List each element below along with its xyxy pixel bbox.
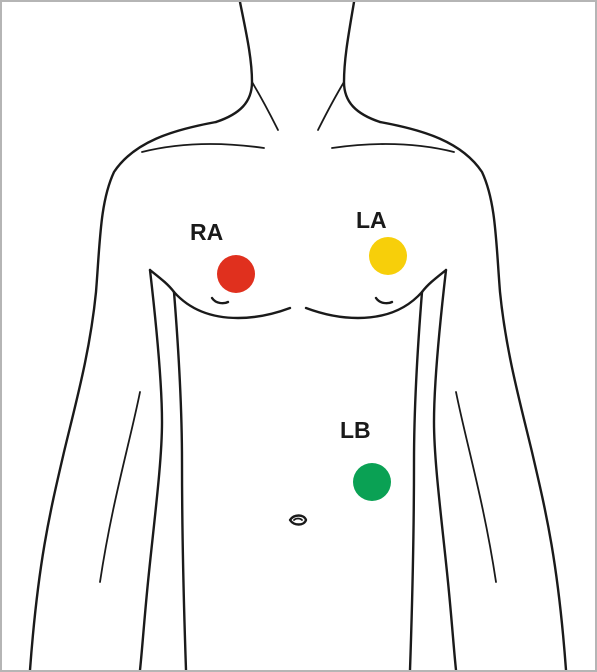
electrode-ra-label: RA xyxy=(190,219,223,245)
electrode-la-dot xyxy=(369,237,407,275)
electrode-ra: RA xyxy=(190,219,255,293)
torso-outline xyxy=(30,2,566,670)
electrode-ra-dot xyxy=(217,255,255,293)
electrode-la: LA xyxy=(356,207,407,275)
electrode-lb-label: LB xyxy=(340,417,371,443)
electrode-lb: LB xyxy=(340,417,391,501)
electrode-lb-dot xyxy=(353,463,391,501)
electrode-la-label: LA xyxy=(356,207,387,233)
